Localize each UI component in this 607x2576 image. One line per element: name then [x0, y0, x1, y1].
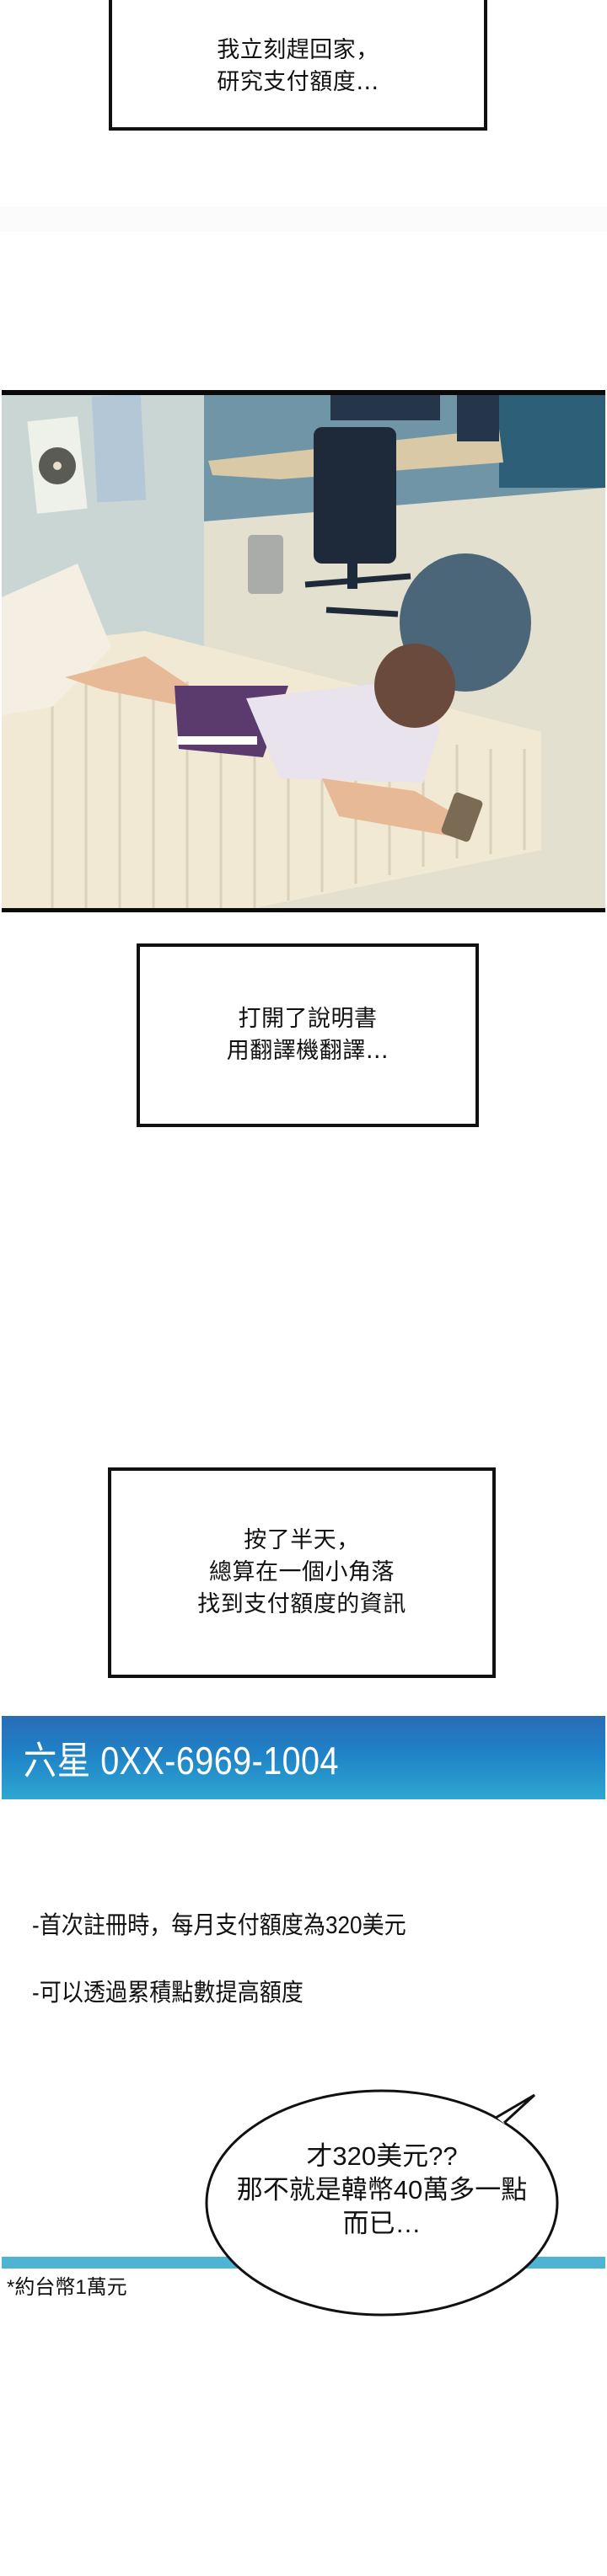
caption-2-line-2: 用翻譯機翻譯… [226, 1038, 389, 1064]
caption-1-line-2: 研究支付額度… [217, 68, 379, 95]
caption-3-line-1: 按了半天， [244, 1527, 360, 1553]
bedroom-illustration [2, 395, 605, 908]
bubble-line-1: 才320美元?? [306, 2141, 458, 2171]
illustration-panel [2, 390, 605, 912]
caption-1-line-1: 我立刻趕回家， [217, 36, 379, 63]
bubble-line-2: 那不就是韓幣40萬多一點 [236, 2175, 528, 2205]
faint-band [0, 206, 607, 232]
caption-3-line-2: 總算在一個小角落 [209, 1559, 395, 1585]
caption-3-line-3: 找到支付額度的資訊 [197, 1591, 406, 1617]
caption-box-1: 我立刻趕回家， 研究支付額度… [109, 0, 487, 131]
info-header-bar: 六星 0XX-6969-1004 [2, 1716, 605, 1799]
currency-footnote: *約台幣1萬元 [7, 2276, 127, 2299]
caption-box-3: 按了半天， 總算在一個小角落 找到支付額度的資訊 [108, 1467, 496, 1678]
bubble-line-3: 而已… [342, 2209, 422, 2238]
speech-bubble-shape [205, 2089, 559, 2317]
caption-box-2: 打開了說明書 用翻譯機翻譯… [137, 943, 479, 1127]
info-bullet-1: -首次註冊時，每月支付額度為320美元 [32, 1912, 406, 1939]
info-header-title: 六星 0XX-6969-1004 [23, 1738, 339, 1782]
speech-bubble-text: 才320美元?? 那不就是韓幣40萬多一點 而已… [213, 2140, 551, 2241]
info-bullet-2: -可以透過累積點數提高額度 [32, 1980, 304, 2007]
caption-2-line-1: 打開了說明書 [238, 1006, 378, 1032]
